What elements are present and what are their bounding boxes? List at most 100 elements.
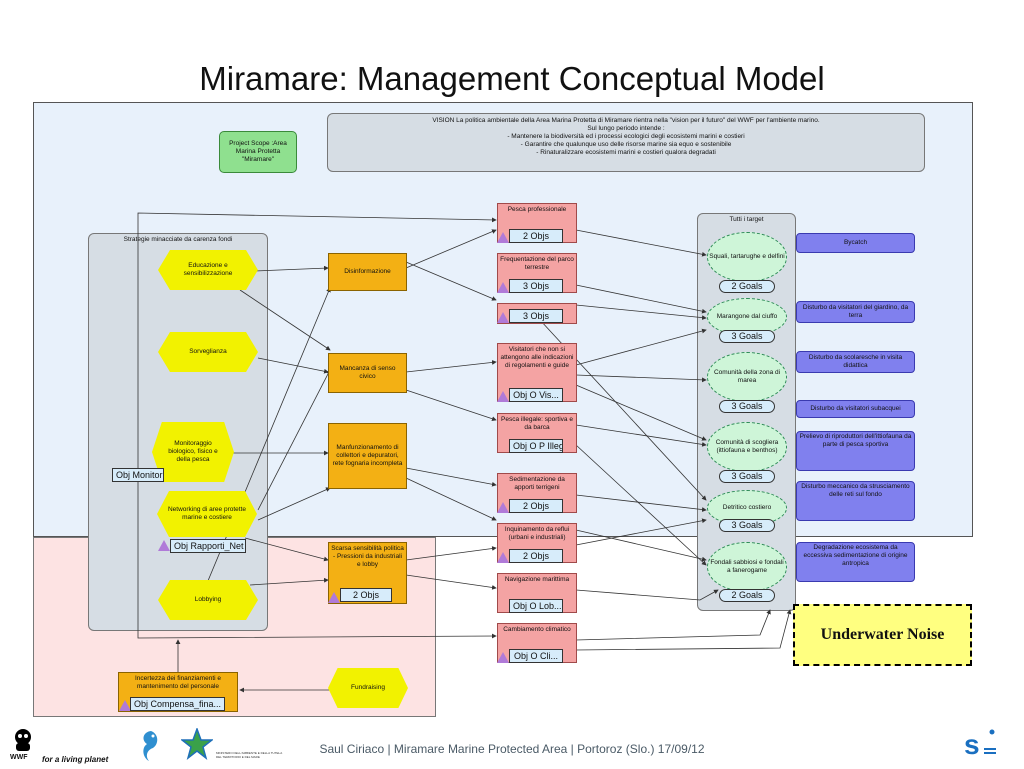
project-scope: Project Scope :Area Marina Protetta "Mir… [219, 131, 297, 173]
event-logo-icon: s [962, 728, 998, 760]
underwater-noise-label: Underwater Noise [820, 626, 945, 643]
stress-sedimentazione: Degradazione ecosistema da eccessiva sed… [796, 542, 915, 582]
target-goals-badge[interactable]: 3 Goals [719, 519, 775, 532]
strategy-obj-badge[interactable]: Obj Rapporti_Net [170, 539, 246, 553]
threat-obj-badge[interactable]: 3 Objs [509, 309, 563, 323]
strategy-obj-badge[interactable]: Obj Monitor [112, 468, 164, 482]
stress-bycatch: Bycatch [796, 233, 915, 253]
threat-obj-badge[interactable]: 2 Objs [509, 549, 563, 563]
threat-obj-badge[interactable]: Obj O Lob... [509, 599, 563, 613]
threat-label: Sedimentazione da apporti terrigeni [509, 476, 565, 491]
wwf-tagline: for a living planet [42, 755, 109, 764]
strategies-panel-title: Strategie minacciate da carenza fondi [123, 236, 233, 243]
objective-flag-icon [119, 700, 131, 711]
target-fondali: Fondali sabbiosi e fondali a fanerogame [707, 542, 787, 592]
objective-flag-icon [497, 502, 509, 513]
seahorse-logo-icon [133, 728, 165, 764]
objective-flag-icon [497, 552, 509, 563]
stress-label: Prelievo di riproduttori dell'ittiofauna… [799, 433, 912, 448]
stress-label: Disturbo da visitatori del giardino, da … [802, 304, 909, 319]
ministry-star-logo-icon [179, 726, 215, 760]
threat-obj-badge[interactable]: Obj O Cli... [509, 649, 563, 663]
vision-box: VISION La politica ambientale della Area… [327, 113, 925, 172]
stress-scolaresche: Disturbo da scolaresche in visita didatt… [796, 351, 915, 373]
strategy-fundraising: Fundraising [328, 668, 408, 708]
vision-line: - Garantire che qualunque uso delle riso… [520, 141, 732, 148]
stress-subacquei: Disturbo da visitatori subacquei [796, 400, 915, 418]
stress-label: Degradazione ecosistema da eccessiva sed… [803, 544, 908, 567]
stress-visitatori-giardino: Disturbo da visitatori del giardino, da … [796, 301, 915, 323]
project-scope-label: Project Scope :Area Marina Protetta "Mir… [229, 140, 287, 163]
factor-label: Mancanza di senso civico [339, 365, 396, 380]
strategy-sorveglianza: Sorveglianza [158, 332, 258, 372]
strategy-label: Educazione e sensibilizzazione [183, 262, 233, 277]
factor-label: Manfunzionamento di collettori e depurat… [332, 444, 403, 467]
target-label: Comunità della zona di marea [713, 369, 781, 384]
threat-obj-badge[interactable]: 2 Objs [509, 499, 563, 513]
threat-label: Pesca illegale: sportiva e da barca [501, 416, 573, 431]
stress-label: Disturbo da scolaresche in visita didatt… [808, 354, 903, 369]
factor-obj-badge[interactable]: Obj Compensa_fina... [130, 697, 225, 711]
threat-label: Inquinamento da reflui (urbani e industr… [504, 526, 570, 541]
strategy-label: Sorveglianza [189, 348, 227, 355]
threat-obj-badge[interactable]: 3 Objs [509, 279, 563, 293]
factor-label: Disinformazione [344, 268, 391, 275]
threat-label: Navigazione marittima [504, 576, 570, 583]
objective-flag-icon [497, 391, 509, 402]
vision-line: Sul lungo periodo intende : [587, 125, 665, 132]
ministry-label: MINISTERO DELL'AMBIENTE E DELLA TUTELA D… [216, 751, 283, 759]
stress-label: Bycatch [843, 239, 868, 246]
objective-flag-icon [497, 282, 509, 293]
target-goals-badge[interactable]: 2 Goals [719, 280, 775, 293]
target-label: Marangone dal ciuffo [716, 313, 778, 320]
threat-label: Pesca professionale [507, 206, 567, 213]
stress-label: Disturbo da visitatori subacquei [810, 405, 901, 412]
objective-flag-icon [497, 652, 509, 663]
slide-title: Miramare: Management Conceptual Model [199, 60, 825, 97]
threat-label: Cambiamento climatico [503, 626, 571, 633]
stress-prelievo: Prelievo di riproduttori dell'ittiofauna… [796, 431, 915, 471]
targets-panel-title: Tutti i target [729, 216, 764, 223]
target-squali: Squali, tartarughe e delfini [707, 232, 787, 282]
objective-flag-icon [497, 232, 509, 243]
svg-text:s: s [964, 729, 980, 758]
threat-obj-badge[interactable]: Obj O P Illeg [509, 439, 563, 453]
threat-obj-badge[interactable]: 2 Objs [509, 229, 563, 243]
target-label: Fondali sabbiosi e fondali a fanerogame [710, 559, 784, 574]
strategy-networking: Networking di aree protette marine e cos… [157, 491, 257, 537]
target-label: Detritico costiero [722, 504, 772, 511]
target-zona-marea: Comunità della zona di marea [707, 352, 787, 402]
strategy-label: Monitoraggio biologico, fisico e della p… [168, 440, 218, 463]
vision-line: - Mantenere la biodiversità ed i process… [507, 133, 745, 140]
target-goals-badge[interactable]: 3 Goals [719, 400, 775, 413]
factor-senso-civico: Mancanza di senso civico [328, 353, 407, 393]
strategy-label: Fundraising [351, 684, 385, 691]
objective-flag-icon [328, 592, 340, 603]
factor-disinformazione: Disinformazione [328, 253, 407, 291]
target-marangone: Marangone dal ciuffo [707, 298, 787, 336]
strategy-educazione: Educazione e sensibilizzazione [158, 250, 258, 290]
target-goals-badge[interactable]: 2 Goals [719, 589, 775, 602]
target-label: Squali, tartarughe e delfini [709, 253, 785, 260]
factor-label: Incertezza dei finanziamenti e mantenime… [135, 675, 221, 690]
stress-label: Disturbo meccanico da strusciamento dell… [801, 483, 910, 498]
vision-line: - Rinaturalizzare ecosistemi marini e co… [536, 149, 716, 156]
objective-flag-icon [497, 312, 509, 323]
threat-obj-badge[interactable]: Obj O Vis... [509, 388, 563, 402]
threat-label: Visitatori che non si attengono alle ind… [500, 346, 574, 369]
target-scogliera: Comunità di scogliera (ittiofauna e bent… [707, 422, 787, 472]
factor-obj-badge[interactable]: 2 Objs [340, 588, 392, 602]
strategy-monitoraggio: Monitoraggio biologico, fisico e della p… [152, 422, 234, 482]
strategy-label: Lobbying [194, 596, 222, 603]
factor-label: Scarsa sensibilità politica - Pressioni … [331, 545, 404, 568]
stress-strusciamento: Disturbo meccanico da strusciamento dell… [796, 481, 915, 521]
target-label: Comunità di scogliera (ittiofauna e bent… [715, 439, 779, 454]
target-goals-badge[interactable]: 3 Goals [719, 470, 775, 483]
underwater-noise-callout: Underwater Noise [793, 604, 972, 666]
factor-collettori: Manfunzionamento di collettori e depurat… [328, 423, 407, 489]
vision-line: VISION La politica ambientale della Area… [432, 117, 820, 124]
strategy-label: Networking di aree protette marine e cos… [167, 506, 247, 521]
objective-flag-icon [158, 540, 170, 551]
target-goals-badge[interactable]: 3 Goals [719, 330, 775, 343]
